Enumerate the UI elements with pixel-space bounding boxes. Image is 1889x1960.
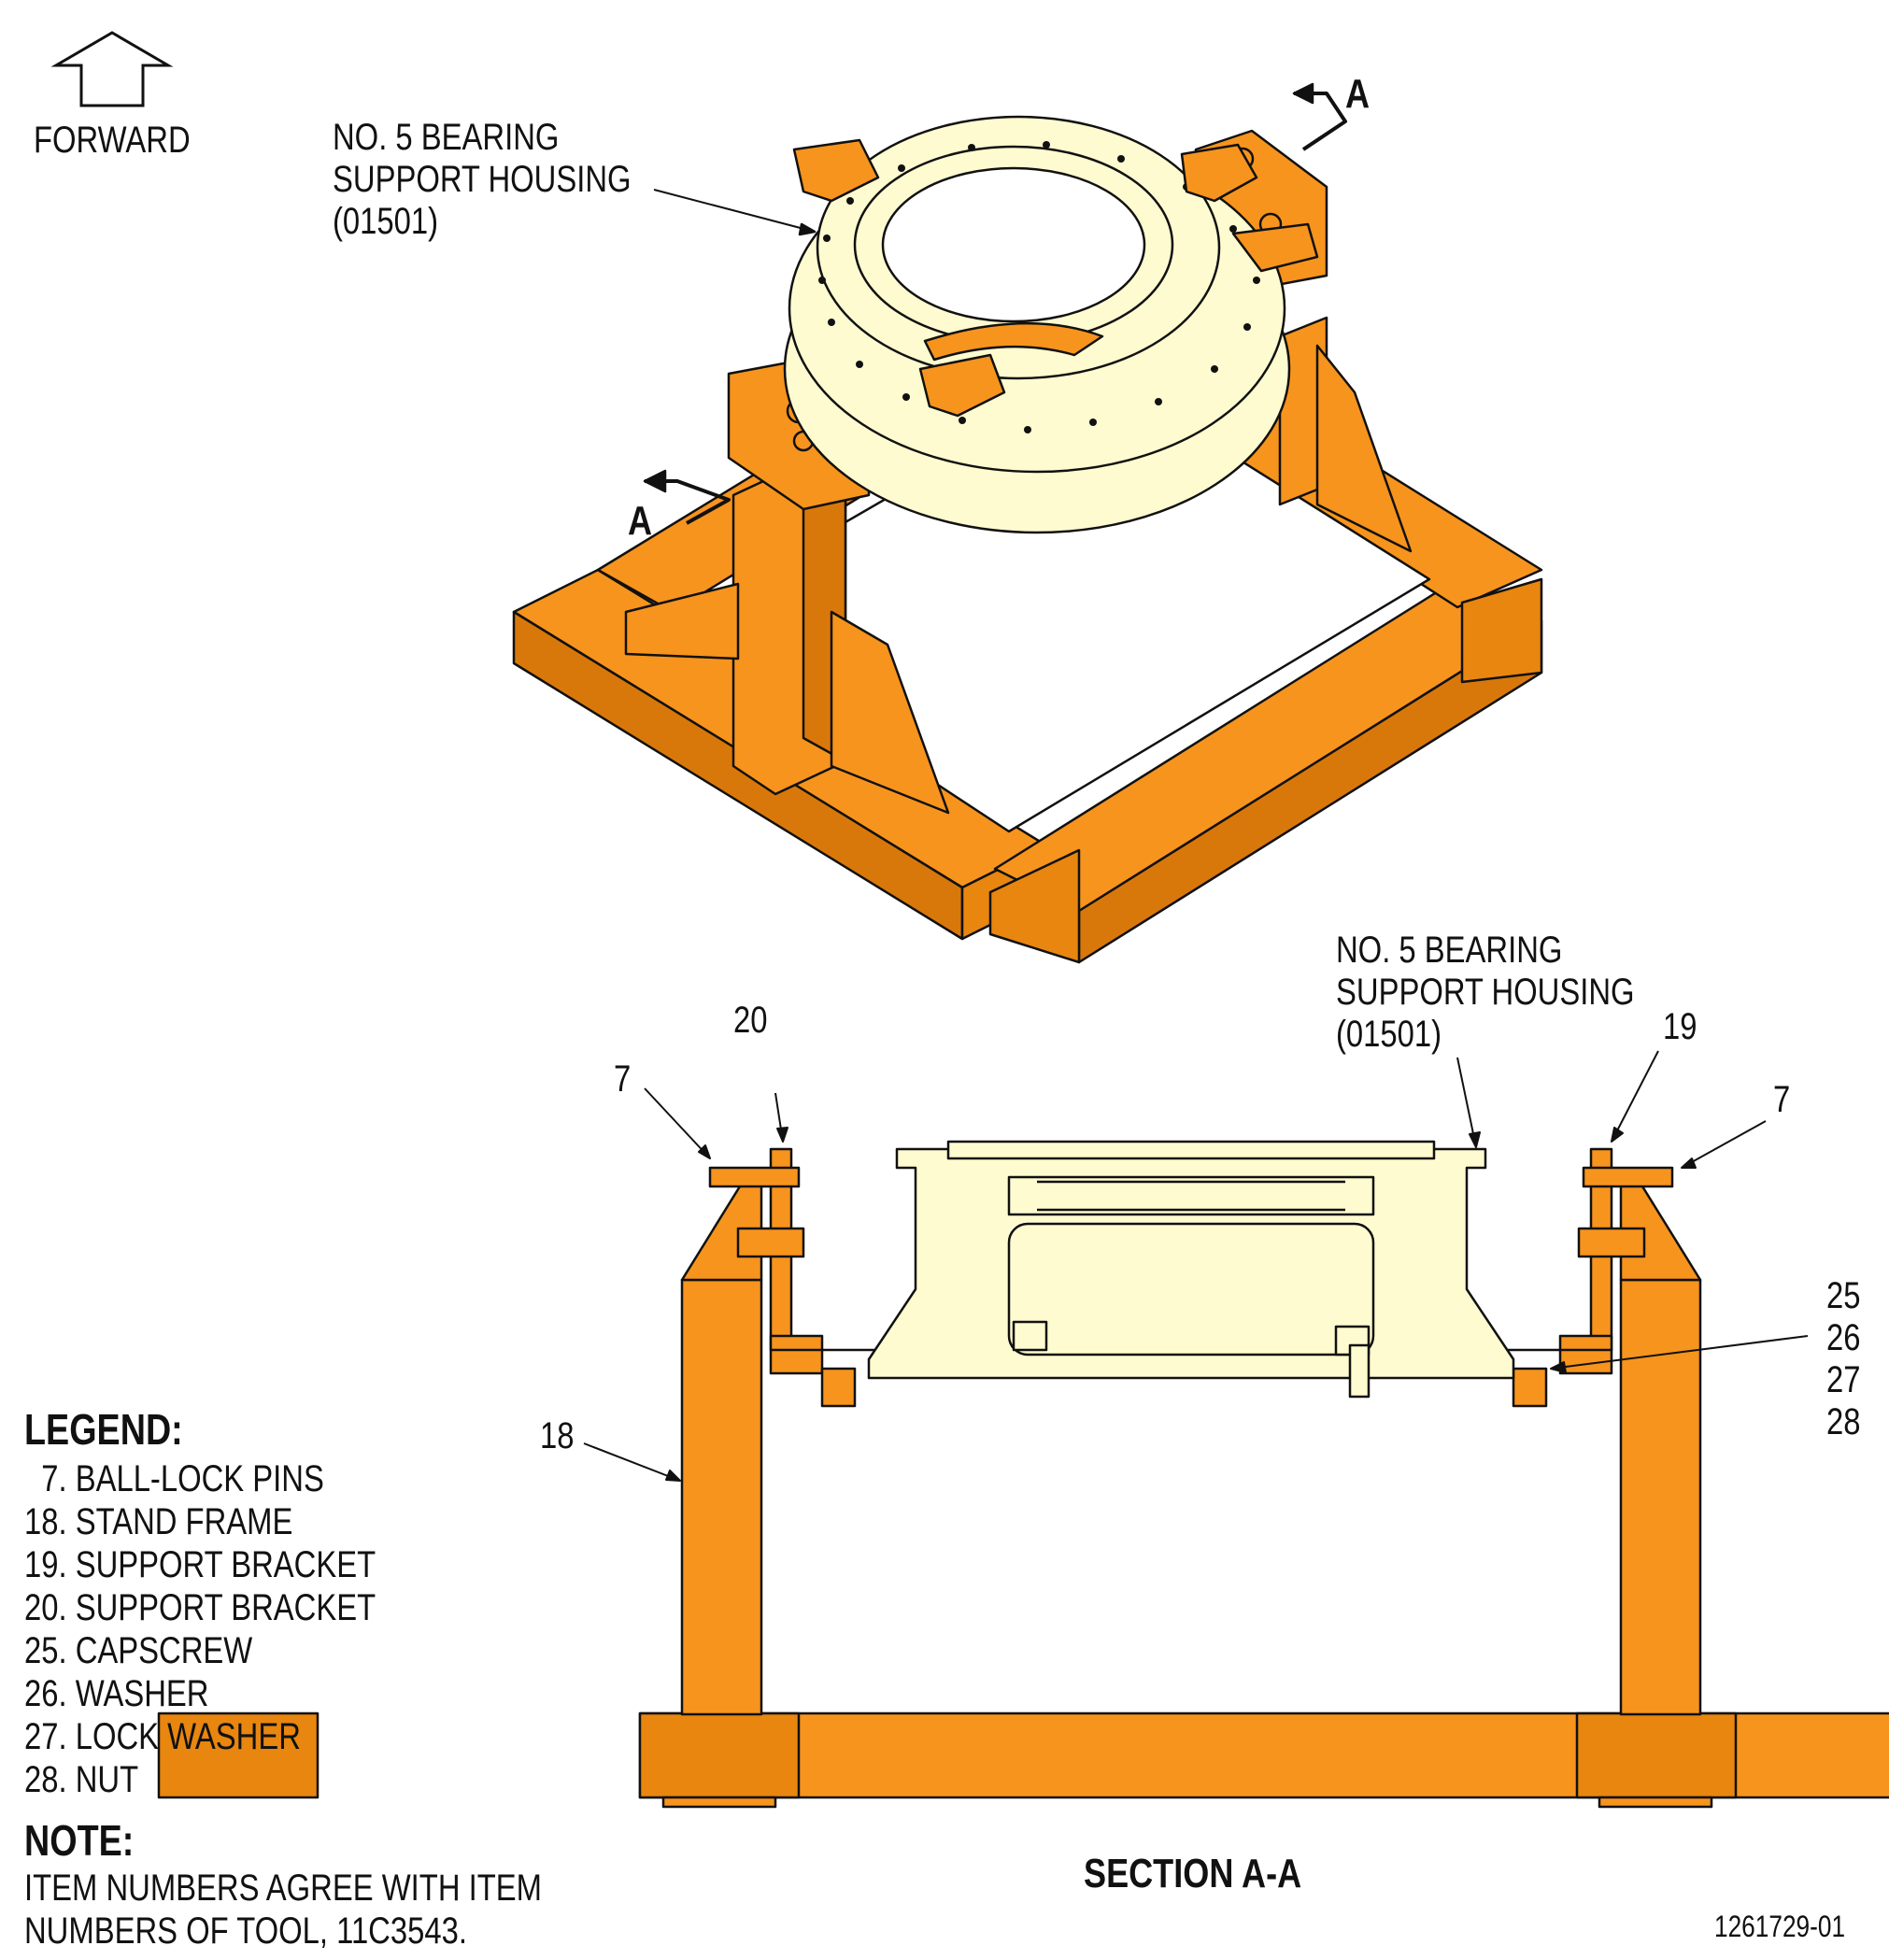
figure-id: 1261729-01 <box>1714 1910 1846 1943</box>
section-leaders <box>583 1050 1809 1482</box>
forward-label: FORWARD <box>34 120 191 161</box>
callout-housing-top: NO. 5 BEARING SUPPORT HOUSING (01501) <box>333 117 697 243</box>
callout-item-7-left: 7 <box>614 1058 632 1100</box>
legend-item: 18. STAND FRAME <box>24 1501 293 1542</box>
up-arrow-icon <box>50 31 174 107</box>
callout-item-20: 20 <box>733 1000 768 1041</box>
callout-housing-section-line2: SUPPORT HOUSING <box>1336 972 1635 1013</box>
legend-item: 19. SUPPORT BRACKET <box>24 1544 376 1585</box>
legend-item: 27. LOCK WASHER <box>24 1716 301 1757</box>
callout-housing-section-line3: (01501) <box>1336 1014 1442 1055</box>
section-line-bottom <box>643 469 731 525</box>
legend-item: 26. WASHER <box>24 1673 209 1714</box>
stand-frame-section <box>157 1278 1889 1809</box>
section-view <box>157 1050 1889 1809</box>
callout-housing-section-line1: NO. 5 BEARING <box>1336 930 1563 971</box>
support-bracket-left <box>680 1147 934 1408</box>
legend-item: 7. BALL-LOCK PINS <box>24 1458 324 1499</box>
callout-housing-top-line2: SUPPORT HOUSING <box>333 159 632 200</box>
callout-housing-top-line3: (01501) <box>333 201 439 242</box>
legend-item: 20. SUPPORT BRACKET <box>24 1587 376 1628</box>
callout-item-26: 26 <box>1826 1317 1861 1358</box>
callout-housing-section: NO. 5 BEARING SUPPORT HOUSING (01501) <box>1336 930 1700 1056</box>
section-marker-top: A <box>1345 71 1371 117</box>
callout-item-7-right: 7 <box>1773 1079 1791 1120</box>
legend-title: LEGEND: <box>24 1405 183 1454</box>
callout-item-25: 25 <box>1826 1275 1861 1316</box>
legend-item: 28. NUT <box>24 1759 139 1800</box>
support-bracket-right <box>1448 1147 1702 1408</box>
legend-item: 25. CAPSCREW <box>24 1630 253 1671</box>
note-line: NUMBERS OF TOOL, 11C3543. <box>24 1910 467 1952</box>
callout-items-stack: 25 26 27 28 <box>1826 1275 1868 1443</box>
upright-left <box>624 358 950 815</box>
callout-item-18: 18 <box>540 1415 575 1456</box>
note: NOTE: ITEM NUMBERS AGREE WITH ITEM NUMBE… <box>24 1814 656 1953</box>
legend: LEGEND: 7. BALL-LOCK PINS 18. STAND FRAM… <box>24 1401 453 1801</box>
note-line: ITEM NUMBERS AGREE WITH ITEM <box>24 1868 542 1909</box>
callout-item-27: 27 <box>1826 1359 1861 1400</box>
isometric-view <box>512 82 1543 964</box>
bearing-support-housing-section <box>867 1140 1515 1399</box>
section-marker-bottom: A <box>628 498 653 544</box>
leader-housing-top <box>653 189 816 233</box>
callout-item-28: 28 <box>1826 1401 1861 1442</box>
callout-item-19: 19 <box>1663 1006 1697 1047</box>
callout-housing-top-line1: NO. 5 BEARING <box>333 117 560 158</box>
section-title: SECTION A-A <box>1084 1851 1302 1896</box>
note-title: NOTE: <box>24 1816 135 1865</box>
bearing-support-housing-iso <box>783 115 1319 534</box>
section-line-top <box>1292 82 1347 151</box>
